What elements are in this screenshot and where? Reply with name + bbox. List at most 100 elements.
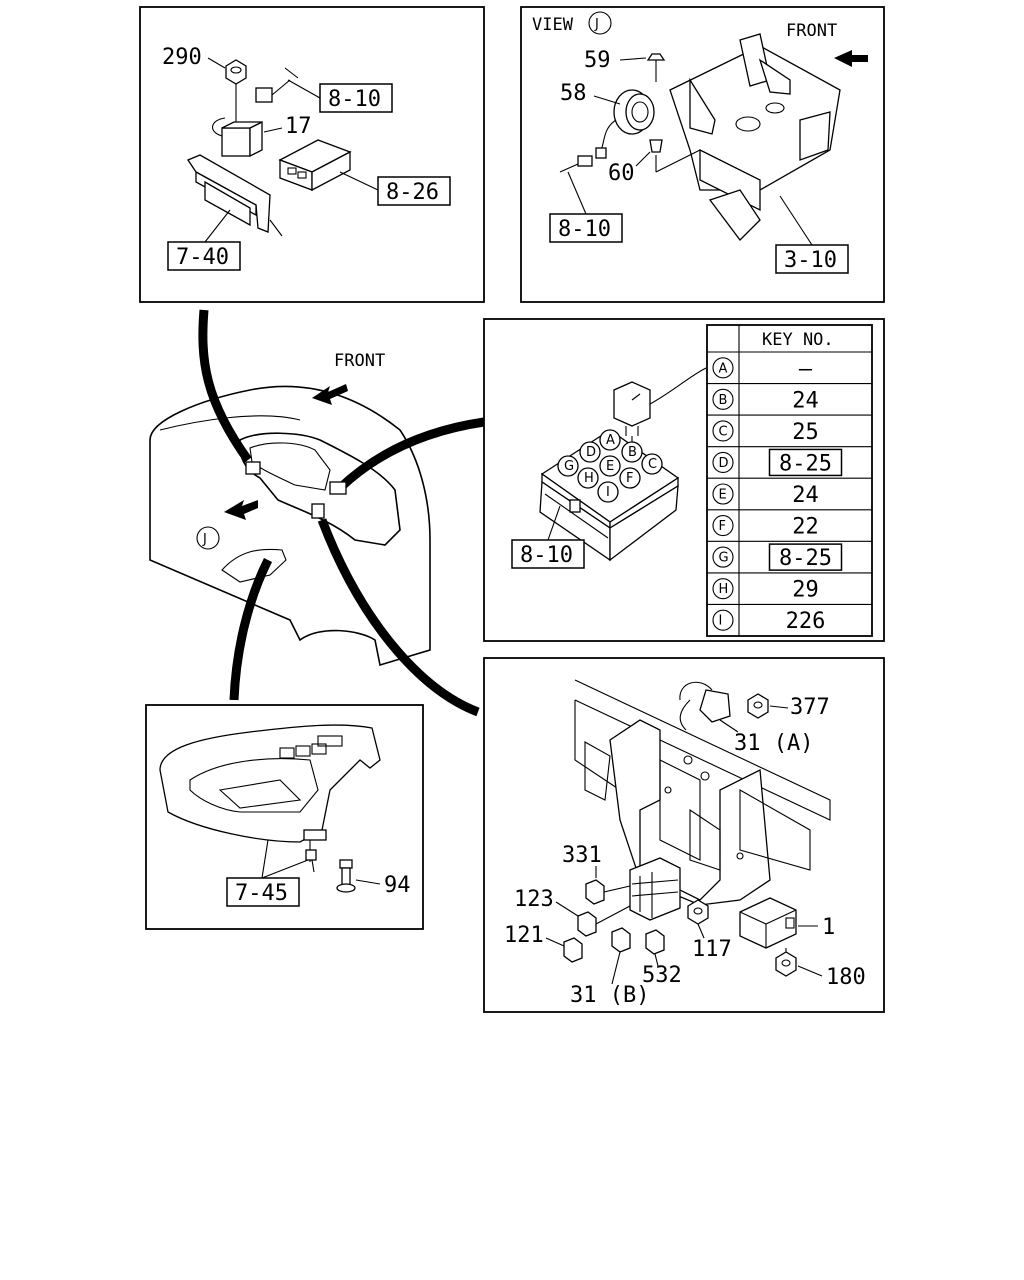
callout-290: 290 (162, 45, 202, 70)
relay-icon (613, 381, 651, 436)
socket-letter-F: F (626, 471, 633, 486)
panel-top-left-frame (139, 6, 485, 303)
key-row-value: 25 (792, 420, 819, 445)
ref-box-3-10 (775, 244, 849, 274)
callout-180: 180 (826, 965, 866, 990)
socket-letter-E: E (606, 459, 614, 474)
screw-icon (646, 53, 666, 82)
ref-8-10: 8-10 (328, 87, 381, 112)
callout-60: 60 (608, 161, 635, 186)
socket-letter-D: D (586, 445, 596, 460)
key-row-letter: G (719, 551, 729, 566)
key-row-value: 24 (792, 483, 819, 508)
socket-A (599, 429, 621, 451)
nut-icon (747, 693, 769, 719)
view-letter: J (594, 17, 599, 32)
panel-relay-box-frame (483, 318, 885, 642)
relay-block-icon (629, 857, 681, 921)
ref-8-26: 8-26 (386, 180, 439, 205)
socket-letter-H: H (584, 471, 594, 486)
key-row-marker (712, 483, 734, 505)
relay-532-icon (645, 929, 665, 955)
nut-117-icon (687, 899, 709, 925)
module-icon (278, 139, 352, 192)
key-row-value: 226 (786, 609, 826, 634)
ref-3-10: 3-10 (784, 248, 837, 273)
panel-bottom-right: 377 31 (A) 331 123 121 31 ( (483, 657, 885, 1013)
callout-58: 58 (560, 81, 587, 106)
key-row-marker (712, 357, 734, 379)
key-row-marker (712, 546, 734, 568)
relay-331-icon (585, 879, 605, 905)
key-row-marker (712, 388, 734, 410)
ref-box-8-10-right (549, 213, 623, 243)
callout-532: 532 (642, 963, 682, 988)
front-label-center: FRONT (334, 351, 385, 371)
ref-7-45: 7-45 (235, 881, 288, 906)
socket-letter-A: A (606, 433, 615, 448)
key-row-value: 24 (792, 388, 819, 413)
front-arrow-icon (312, 384, 348, 405)
key-row-marker (712, 578, 734, 600)
socket-F (619, 467, 641, 489)
socket-letter-I: I (606, 485, 610, 500)
view-j-marker (196, 526, 220, 550)
key-row-letter: H (719, 582, 729, 597)
view-j-arrow-icon (224, 500, 258, 520)
panel-top-left: 290 8-10 17 8-26 (139, 6, 485, 303)
relay-box-location-icon (329, 481, 347, 495)
relay-location-icon (311, 503, 325, 519)
key-row-letter: E (719, 488, 727, 503)
ref-7-40: 7-40 (176, 245, 229, 270)
key-row-letter: F (719, 519, 726, 534)
relay-123-icon (577, 911, 597, 937)
key-row-marker (712, 451, 734, 473)
bracket-icon (187, 154, 283, 237)
bolt-icon (336, 859, 356, 893)
relay-socket-block: A B C D E F G H I (539, 429, 680, 562)
relay-1-icon (739, 897, 797, 949)
front-label: FRONT (786, 21, 837, 41)
key-row-marker (712, 609, 734, 631)
key-row-value: 29 (792, 578, 819, 603)
front-arrow-icon (834, 50, 868, 67)
socket-I (597, 481, 619, 503)
callout-117: 117 (692, 937, 732, 962)
socket-E (599, 455, 621, 477)
bracket-icon (303, 829, 327, 873)
callout-123: 123 (514, 887, 554, 912)
sensor-icon (679, 681, 731, 731)
panel-bottom-left: 94 7-45 (145, 704, 424, 930)
ref-8-10-right: 8-10 (558, 217, 611, 242)
key-row-letter: I (719, 614, 723, 629)
dashboard-outline (149, 385, 431, 667)
panel-bottom-right-frame (483, 657, 885, 1013)
cluster-panel-icon (159, 724, 381, 843)
leader-line (649, 367, 707, 405)
callout-17: 17 (285, 114, 312, 139)
key-row-marker (712, 515, 734, 537)
buzzer-icon (597, 89, 655, 153)
dash-connector-icon (245, 461, 261, 475)
frame-icon (669, 33, 841, 241)
socket-D (579, 441, 601, 463)
callout-331: 331 (562, 843, 602, 868)
ref-box-8-10-relay (511, 539, 585, 569)
key-table-header: KEY NO. (762, 330, 834, 350)
ref-box-8-26 (377, 176, 451, 206)
ref-box-7-45 (226, 877, 300, 907)
callout-121: 121 (504, 923, 544, 948)
panel-top-right: VIEW J FRONT 3-10 59 (520, 6, 885, 303)
ref-box-8-10 (319, 83, 393, 113)
callout-377: 377 (790, 695, 830, 720)
panel-center-dashboard: FRONT J (149, 351, 431, 667)
nut-180-icon (775, 951, 797, 977)
key-row-letter: B (719, 393, 728, 408)
key-row-marker (712, 420, 734, 442)
ref-box-7-40 (167, 241, 241, 271)
clip-icon (649, 139, 663, 153)
key-row-letter: D (719, 456, 729, 471)
key-row-value: 8-25 (779, 451, 832, 476)
connector-icon (255, 67, 299, 103)
